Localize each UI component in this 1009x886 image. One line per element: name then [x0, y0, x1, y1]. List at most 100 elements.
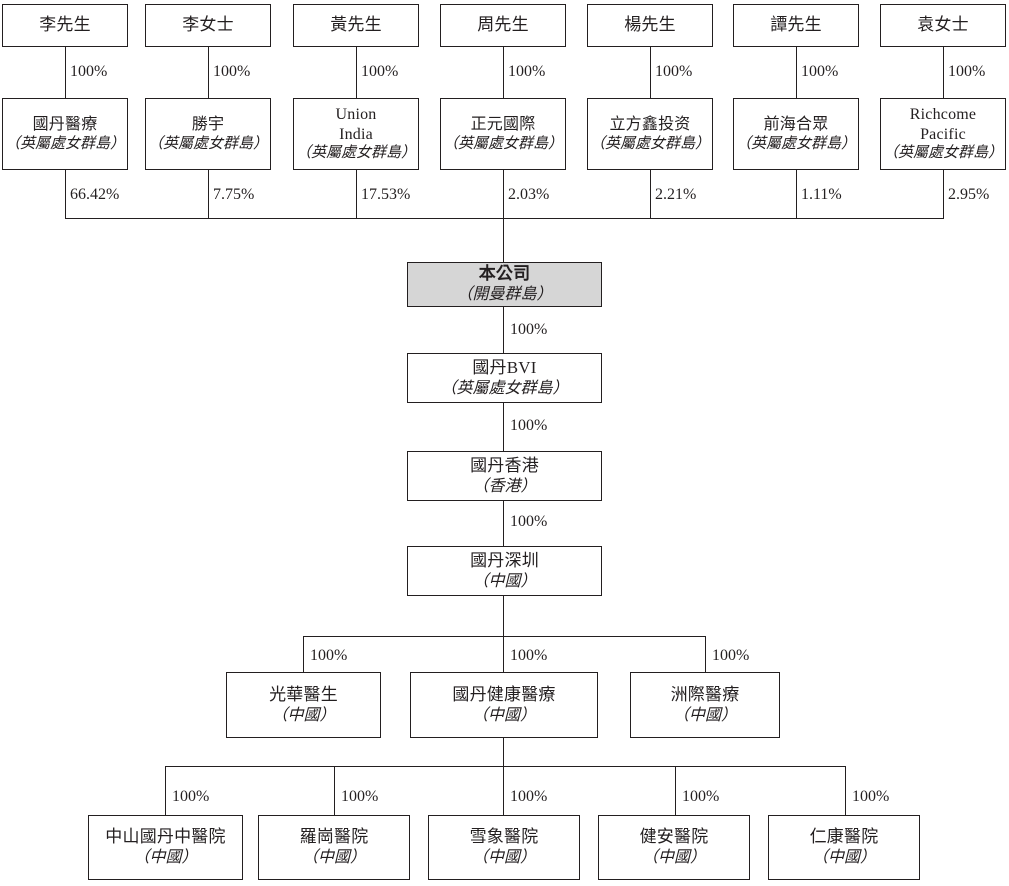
hospital-jurisdiction: （中國） — [133, 849, 198, 867]
operating-box-1: 光華醫生 （中國） — [226, 672, 381, 738]
pct-shareholder-6: 100% — [801, 63, 839, 80]
operating-name: 光華醫生 — [269, 684, 338, 704]
shareholder-name: 楊先生 — [624, 15, 676, 35]
pct-shareholder-5: 100% — [655, 63, 693, 80]
holdco-name-line1: Richcome — [909, 106, 977, 124]
shareholder-box-2: 李女士 — [145, 4, 271, 47]
connector-operating-1 — [303, 636, 304, 672]
company-name: 本公司 — [478, 264, 531, 284]
holdco-jurisdiction: （英屬處女群島） — [736, 135, 857, 152]
bus-operating — [303, 636, 706, 637]
connector-hospital-2 — [334, 766, 335, 815]
holdco-name-line1: Union — [335, 106, 377, 124]
shareholder-name: 李女士 — [182, 15, 234, 35]
holdco-name-line2: India — [339, 125, 373, 143]
company-box-shenzhen: 國丹深圳 （中國） — [407, 546, 602, 596]
company-name: 國丹深圳 — [470, 550, 539, 570]
connector-bvi-to-hk — [503, 403, 504, 451]
hospital-box-4: 健安醫院 （中國） — [598, 815, 750, 880]
operating-box-2: 國丹健康醫療 （中國） — [410, 672, 598, 738]
pct-shareholder-3: 100% — [361, 63, 399, 80]
holdco-box-3: Union India （英屬處女群島） — [293, 98, 419, 170]
connector-shareholder-7 — [943, 47, 944, 98]
pct-holdco-4: 2.03% — [508, 186, 550, 203]
pct-holdco-5: 2.21% — [655, 186, 697, 203]
hospital-box-2: 羅崗醫院 （中國） — [258, 815, 410, 880]
connector-shareholder-3 — [356, 47, 357, 98]
holdco-jurisdiction: （英屬處女群島） — [148, 135, 269, 152]
connector-holdco-7 — [943, 170, 944, 219]
hospital-jurisdiction: （中國） — [301, 849, 366, 867]
company-jurisdiction: （中國） — [472, 572, 537, 590]
hospital-name: 羅崗醫院 — [299, 827, 369, 847]
pct-holdco-2: 7.75% — [213, 186, 255, 203]
pct-hospital-3: 100% — [510, 788, 548, 805]
pct-operating-1: 100% — [310, 647, 348, 664]
bus-holdcos — [65, 218, 944, 219]
holdco-name: 立方鑫投资 — [609, 116, 691, 134]
connector-operating2-to-bus — [503, 738, 504, 766]
hospital-jurisdiction: （中國） — [471, 849, 536, 867]
operating-jurisdiction: （中國） — [271, 706, 336, 724]
hospital-jurisdiction: （中國） — [641, 849, 706, 867]
operating-name: 洲際醫療 — [670, 684, 740, 704]
holdco-jurisdiction: （英屬處女群島） — [443, 135, 564, 152]
holdco-jurisdiction: （英屬處女群島） — [590, 135, 711, 152]
hospital-name: 雪象醫院 — [469, 827, 539, 847]
connector-holdco-2 — [208, 170, 209, 219]
hospital-name: 中山國丹中醫院 — [105, 827, 226, 847]
connector-shareholder-6 — [796, 47, 797, 98]
connector-issuer-to-bvi — [503, 307, 504, 353]
connector-shareholder-4 — [503, 47, 504, 98]
connector-shenzhen-to-bus — [503, 596, 504, 636]
bus-hospitals — [165, 766, 846, 767]
connector-shareholder-5 — [650, 47, 651, 98]
shareholder-box-4: 周先生 — [440, 4, 566, 47]
company-box-hk: 國丹香港 （香港） — [407, 451, 602, 501]
shareholder-box-7: 袁女士 — [880, 4, 1006, 47]
pct-shareholder-4: 100% — [508, 63, 546, 80]
connector-bus-to-company — [503, 218, 504, 262]
shareholder-name: 譚先生 — [770, 15, 822, 35]
holdco-box-1: 國丹醫療 （英屬處女群島） — [2, 98, 128, 170]
pct-holdco-6: 1.11% — [801, 186, 842, 203]
pct-holdco-1: 66.42% — [70, 186, 120, 203]
operating-jurisdiction: （中國） — [672, 706, 737, 724]
connector-holdco-5 — [650, 170, 651, 219]
holdco-box-5: 立方鑫投资 （英屬處女群島） — [587, 98, 713, 170]
holdco-jurisdiction: （英屬處女群島） — [5, 135, 126, 152]
holdco-name: 國丹醫療 — [32, 116, 98, 134]
shareholder-box-5: 楊先生 — [587, 4, 713, 47]
pct-holdco-3: 17.53% — [361, 186, 411, 203]
company-jurisdiction: （英屬處女群島） — [440, 379, 569, 397]
pct-issuer-to-bvi: 100% — [510, 321, 548, 338]
holdco-jurisdiction: （英屬處女群島） — [296, 145, 417, 162]
hospital-name: 健安醫院 — [639, 827, 709, 847]
hospital-box-5: 仁康醫院 （中國） — [768, 815, 920, 880]
company-jurisdiction: （香港） — [472, 477, 537, 495]
connector-operating-3 — [705, 636, 706, 672]
shareholder-box-6: 譚先生 — [733, 4, 859, 47]
holdco-box-7: Richcome Pacific （英屬處女群島） — [880, 98, 1006, 170]
connector-hospital-1 — [165, 766, 166, 815]
pct-hospital-2: 100% — [341, 788, 379, 805]
pct-shareholder-7: 100% — [948, 63, 986, 80]
connector-shareholder-2 — [208, 47, 209, 98]
holdco-jurisdiction: （英屬處女群島） — [883, 145, 1004, 162]
connector-holdco-6 — [796, 170, 797, 219]
pct-hospital-5: 100% — [852, 788, 890, 805]
pct-shareholder-2: 100% — [213, 63, 251, 80]
pct-holdco-7: 2.95% — [948, 186, 990, 203]
shareholder-name: 袁女士 — [917, 15, 969, 35]
connector-shareholder-1 — [65, 47, 66, 98]
shareholder-name: 黃先生 — [330, 15, 382, 35]
connector-operating-2 — [503, 636, 504, 672]
operating-name: 國丹健康醫療 — [452, 684, 556, 704]
holdco-name: 勝宇 — [191, 116, 225, 134]
pct-hospital-4: 100% — [682, 788, 720, 805]
pct-operating-3: 100% — [712, 647, 750, 664]
company-name: 國丹香港 — [470, 455, 539, 475]
shareholder-box-3: 黃先生 — [293, 4, 419, 47]
operating-box-3: 洲際醫療 （中國） — [630, 672, 780, 738]
